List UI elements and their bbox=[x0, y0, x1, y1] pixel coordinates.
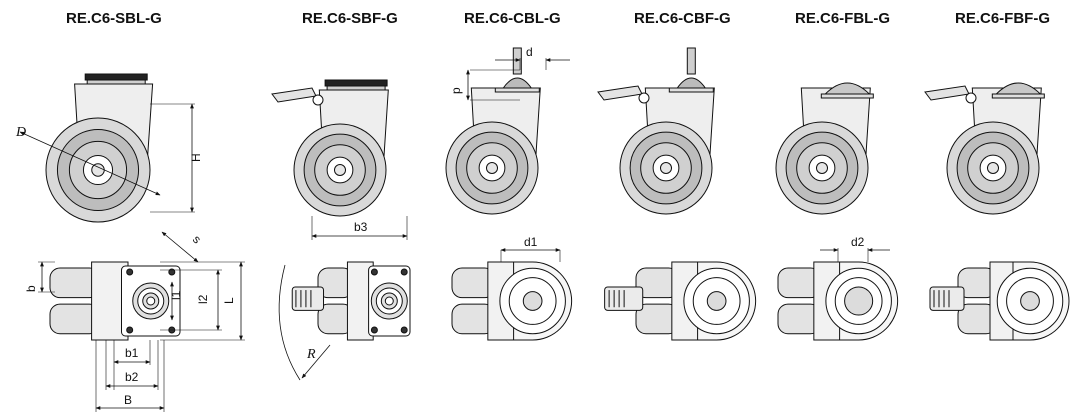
side-view-6-cap bbox=[995, 82, 1042, 95]
dim-line-s bbox=[161, 231, 199, 263]
side-view-4-brake-pivot bbox=[638, 92, 650, 104]
title-re-c6-sbf-g: RE.C6-SBF-G bbox=[302, 10, 398, 27]
side-view-3 bbox=[445, 47, 541, 215]
side-view-4 bbox=[597, 47, 715, 215]
dim-H: H bbox=[189, 153, 203, 162]
dim-line-D bbox=[19, 131, 161, 196]
dim-R: R bbox=[306, 347, 316, 362]
plan-view-5 bbox=[777, 261, 899, 341]
dim-line-R bbox=[301, 344, 331, 379]
dim-L: L bbox=[222, 297, 236, 304]
side-view-4-stem-base bbox=[668, 87, 714, 93]
side-view-4-stem bbox=[686, 47, 696, 75]
side-view-1 bbox=[45, 73, 154, 223]
side-view-2-brake-pivot bbox=[312, 94, 324, 106]
dim-l2: l2 bbox=[196, 294, 210, 304]
plan-view-3 bbox=[451, 261, 573, 341]
side-view-1-plate-lower bbox=[86, 79, 146, 85]
plan-view-2-bolt-1 bbox=[400, 268, 408, 276]
dim-D: D bbox=[15, 125, 26, 140]
side-view-5-cap-base bbox=[820, 93, 874, 99]
side-view-5-axle bbox=[815, 161, 829, 175]
side-view-1-top-plate bbox=[84, 73, 148, 81]
side-view-2-axle bbox=[333, 163, 347, 177]
dim-B: B bbox=[124, 393, 132, 407]
plan-view-1-bolt-1 bbox=[168, 268, 176, 276]
side-view-3-stem-base bbox=[494, 87, 540, 93]
title-re-c6-cbl-g: RE.C6-CBL-G bbox=[464, 10, 561, 27]
plan-view-2-bolt-3 bbox=[400, 326, 408, 334]
plan-view-2-brake-handle bbox=[291, 286, 325, 311]
dim-l1: l1 bbox=[169, 290, 183, 300]
dim-b2: b2 bbox=[125, 370, 139, 384]
title-re-c6-cbf-g: RE.C6-CBF-G bbox=[634, 10, 731, 27]
title-re-c6-sbl-g: RE.C6-SBL-G bbox=[66, 10, 162, 27]
plan-view-6-brake-handle bbox=[929, 286, 965, 311]
side-view-4-stem-collar bbox=[676, 77, 707, 89]
plan-view-1-bolt-0 bbox=[126, 268, 134, 276]
plan-view-1-ring-3 bbox=[146, 296, 156, 306]
side-view-4-brake-pedal bbox=[597, 85, 643, 101]
dim-arc-R bbox=[278, 264, 301, 381]
plan-view-2-ring-3 bbox=[384, 296, 394, 306]
plan-view-3-ring-2 bbox=[522, 291, 543, 311]
dim-d1: d1 bbox=[524, 235, 538, 249]
plan-view-2 bbox=[291, 261, 411, 341]
dim-b3: b3 bbox=[354, 220, 368, 234]
side-view-5 bbox=[775, 82, 874, 215]
title-re-c6-fbl-g: RE.C6-FBL-G bbox=[795, 10, 890, 27]
side-view-3-stem-collar bbox=[502, 77, 533, 89]
dim-b1: b1 bbox=[125, 346, 139, 360]
plan-view-4 bbox=[604, 261, 757, 341]
side-view-6-cap-base bbox=[991, 93, 1045, 99]
side-view-4-axle bbox=[659, 161, 673, 175]
title-re-c6-fbf-g: RE.C6-FBF-G bbox=[955, 10, 1050, 27]
side-view-5-cap bbox=[824, 82, 871, 95]
side-view-3-axle bbox=[485, 161, 499, 175]
side-view-6-brake-pedal bbox=[924, 85, 970, 101]
plan-view-4-ring-2 bbox=[706, 291, 727, 311]
side-view-2-top-plate bbox=[324, 79, 388, 87]
dim-d: d bbox=[526, 45, 533, 59]
plan-view-2-bolt-2 bbox=[370, 326, 378, 334]
dim-b: b bbox=[24, 285, 38, 292]
side-view-6 bbox=[924, 82, 1045, 215]
side-view-2 bbox=[271, 79, 389, 217]
dim-p: p bbox=[449, 87, 463, 94]
side-view-6-brake-pivot bbox=[965, 92, 977, 104]
dim-s: s bbox=[190, 232, 204, 246]
side-view-2-brake-pedal bbox=[271, 87, 317, 103]
side-view-1-axle bbox=[91, 163, 105, 177]
plan-view-6-ring-2 bbox=[1020, 291, 1040, 311]
side-view-6-axle bbox=[986, 161, 1000, 175]
plan-view-2-bolt-0 bbox=[370, 268, 378, 276]
plan-view-1-bolt-2 bbox=[126, 326, 134, 334]
plan-view-1 bbox=[49, 261, 181, 341]
side-view-2-plate-lower bbox=[326, 85, 386, 91]
plan-view-6 bbox=[929, 261, 1070, 341]
plan-view-5-ring-2 bbox=[844, 286, 874, 316]
dim-d2: d2 bbox=[851, 235, 865, 249]
